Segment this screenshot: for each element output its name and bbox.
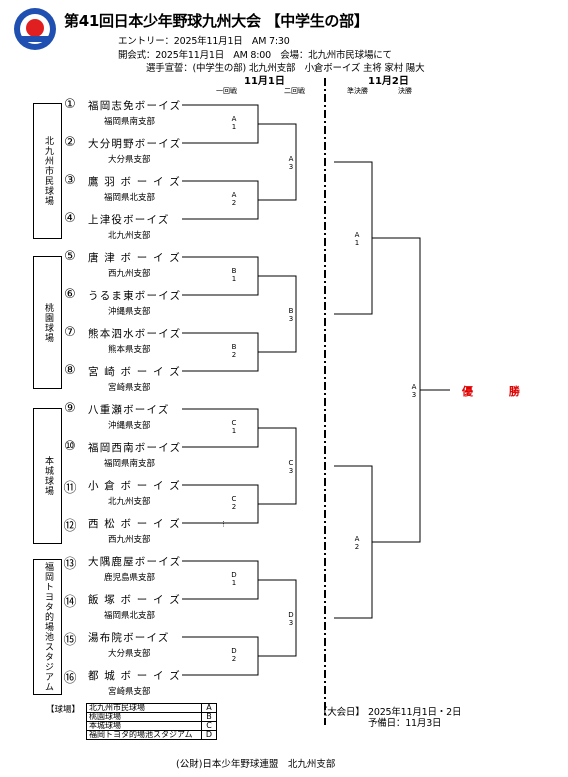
team-number: ⑦ — [64, 325, 76, 340]
team-branch: 沖縄県支部 — [108, 307, 151, 317]
team-branch: 西九州支部 — [108, 269, 151, 279]
final-label: 決勝 — [398, 87, 412, 95]
team-name: 小 倉 ボ ー イ ズ — [88, 480, 181, 492]
team-name: 都 城 ボ ー イ ズ — [88, 670, 181, 682]
venue-box-b: 桃園球場 — [33, 256, 62, 389]
team-branch: 宮崎県支部 — [108, 383, 151, 393]
team-number: ⑭ — [63, 595, 77, 610]
team-branch: 福岡県北支部 — [104, 193, 156, 203]
team-number: ⑮ — [63, 633, 77, 648]
team-name: 飯 塚 ボ ー イ ズ — [88, 594, 181, 606]
team-name: 大隅鹿屋ボーイズ — [88, 556, 182, 568]
team-name: 熊本泗水ボーイズ — [88, 328, 182, 340]
team-name: 鷹 羽 ボ ー イ ズ — [88, 176, 181, 188]
svg-text:⋮: ⋮ — [220, 520, 227, 528]
team-branch: 宮崎県支部 — [108, 687, 151, 697]
team-name: 湯布院ボーイズ — [88, 632, 170, 644]
team-name: 福岡志免ボーイズ — [88, 100, 182, 112]
team-number: ⑯ — [63, 671, 77, 686]
team-branch: 熊本県支部 — [108, 345, 151, 355]
team-number: ⑩ — [64, 439, 76, 454]
team-name: 西 松 ボ ー イ ズ — [88, 518, 181, 530]
team-branch: 大分県支部 — [108, 155, 151, 165]
round-2-label: 二回戦 — [284, 87, 305, 95]
team-branch: 北九州支部 — [108, 497, 151, 507]
oath-info: 選手宣誓：(中学生の部) 北九州支部 小倉ボーイズ 主将 家村 陽大 — [146, 63, 425, 74]
team-number: ③ — [64, 173, 76, 188]
team-number: ④ — [64, 211, 76, 226]
semifinal-label: 準決勝 — [347, 87, 368, 95]
team-name: 上津役ボーイズ — [88, 214, 170, 226]
team-number: ① — [64, 97, 76, 112]
team-number: ⑪ — [63, 481, 77, 496]
team-number: ② — [64, 135, 76, 150]
team-branch: 西九州支部 — [108, 535, 151, 545]
team-branch: 大分県支部 — [108, 649, 151, 659]
reserve-day: 予備日：11月3日 — [368, 718, 442, 729]
champion-label: 優 勝 — [462, 385, 536, 398]
team-branch: 福岡県北支部 — [104, 611, 156, 621]
venue-box-c: 本城球場 — [33, 408, 62, 544]
team-number: ⑨ — [64, 401, 76, 416]
footer-organization: (公財)日本少年野球連盟 北九州支部 — [176, 759, 336, 770]
team-name: 福岡西南ボーイズ — [88, 442, 182, 454]
team-branch: 福岡県南支部 — [104, 459, 156, 469]
day-2-label: 11月2日 — [368, 76, 409, 87]
team-name: 大分明野ボーイズ — [88, 138, 182, 150]
schedule-dates: 2025年11月1日・2日 — [368, 707, 462, 718]
team-number: ⑤ — [64, 249, 76, 264]
team-branch: 沖縄県支部 — [108, 421, 151, 431]
page-title: 第41回日本少年野球九州大会 【中学生の部】 — [64, 12, 369, 30]
schedule-label: 【大会日】 — [318, 707, 365, 718]
team-number: ⑬ — [63, 557, 77, 572]
venue-box-d: 福岡トヨタ的場池スタジアム — [33, 559, 62, 695]
team-branch: 鹿児島県支部 — [104, 573, 156, 583]
team-branch: 福岡県南支部 — [104, 117, 156, 127]
venue-box-a: 北九州市民球場 — [33, 103, 62, 239]
team-number: ⑫ — [63, 519, 77, 534]
federation-logo — [14, 8, 56, 50]
team-branch: 北九州支部 — [108, 231, 151, 241]
team-name: うるま東ボーイズ — [88, 290, 182, 302]
team-name: 八重瀬ボーイズ — [88, 404, 170, 416]
team-name: 唐 津 ボ ー イ ズ — [88, 252, 181, 264]
team-name: 宮 崎 ボ ー イ ズ — [88, 366, 181, 378]
day-1-label: 11月1日 — [244, 76, 285, 87]
team-number: ⑥ — [64, 287, 76, 302]
entry-info: エントリー：2025年11月1日 AM 7:30 — [118, 36, 290, 47]
team-number: ⑧ — [64, 363, 76, 378]
round-1-label: 一回戦 — [216, 87, 237, 95]
opening-info: 開会式：2025年11月1日 AM 8:00 会場：北九州市民球場にて — [118, 50, 392, 61]
legend-title: 【球場】 — [46, 705, 81, 715]
